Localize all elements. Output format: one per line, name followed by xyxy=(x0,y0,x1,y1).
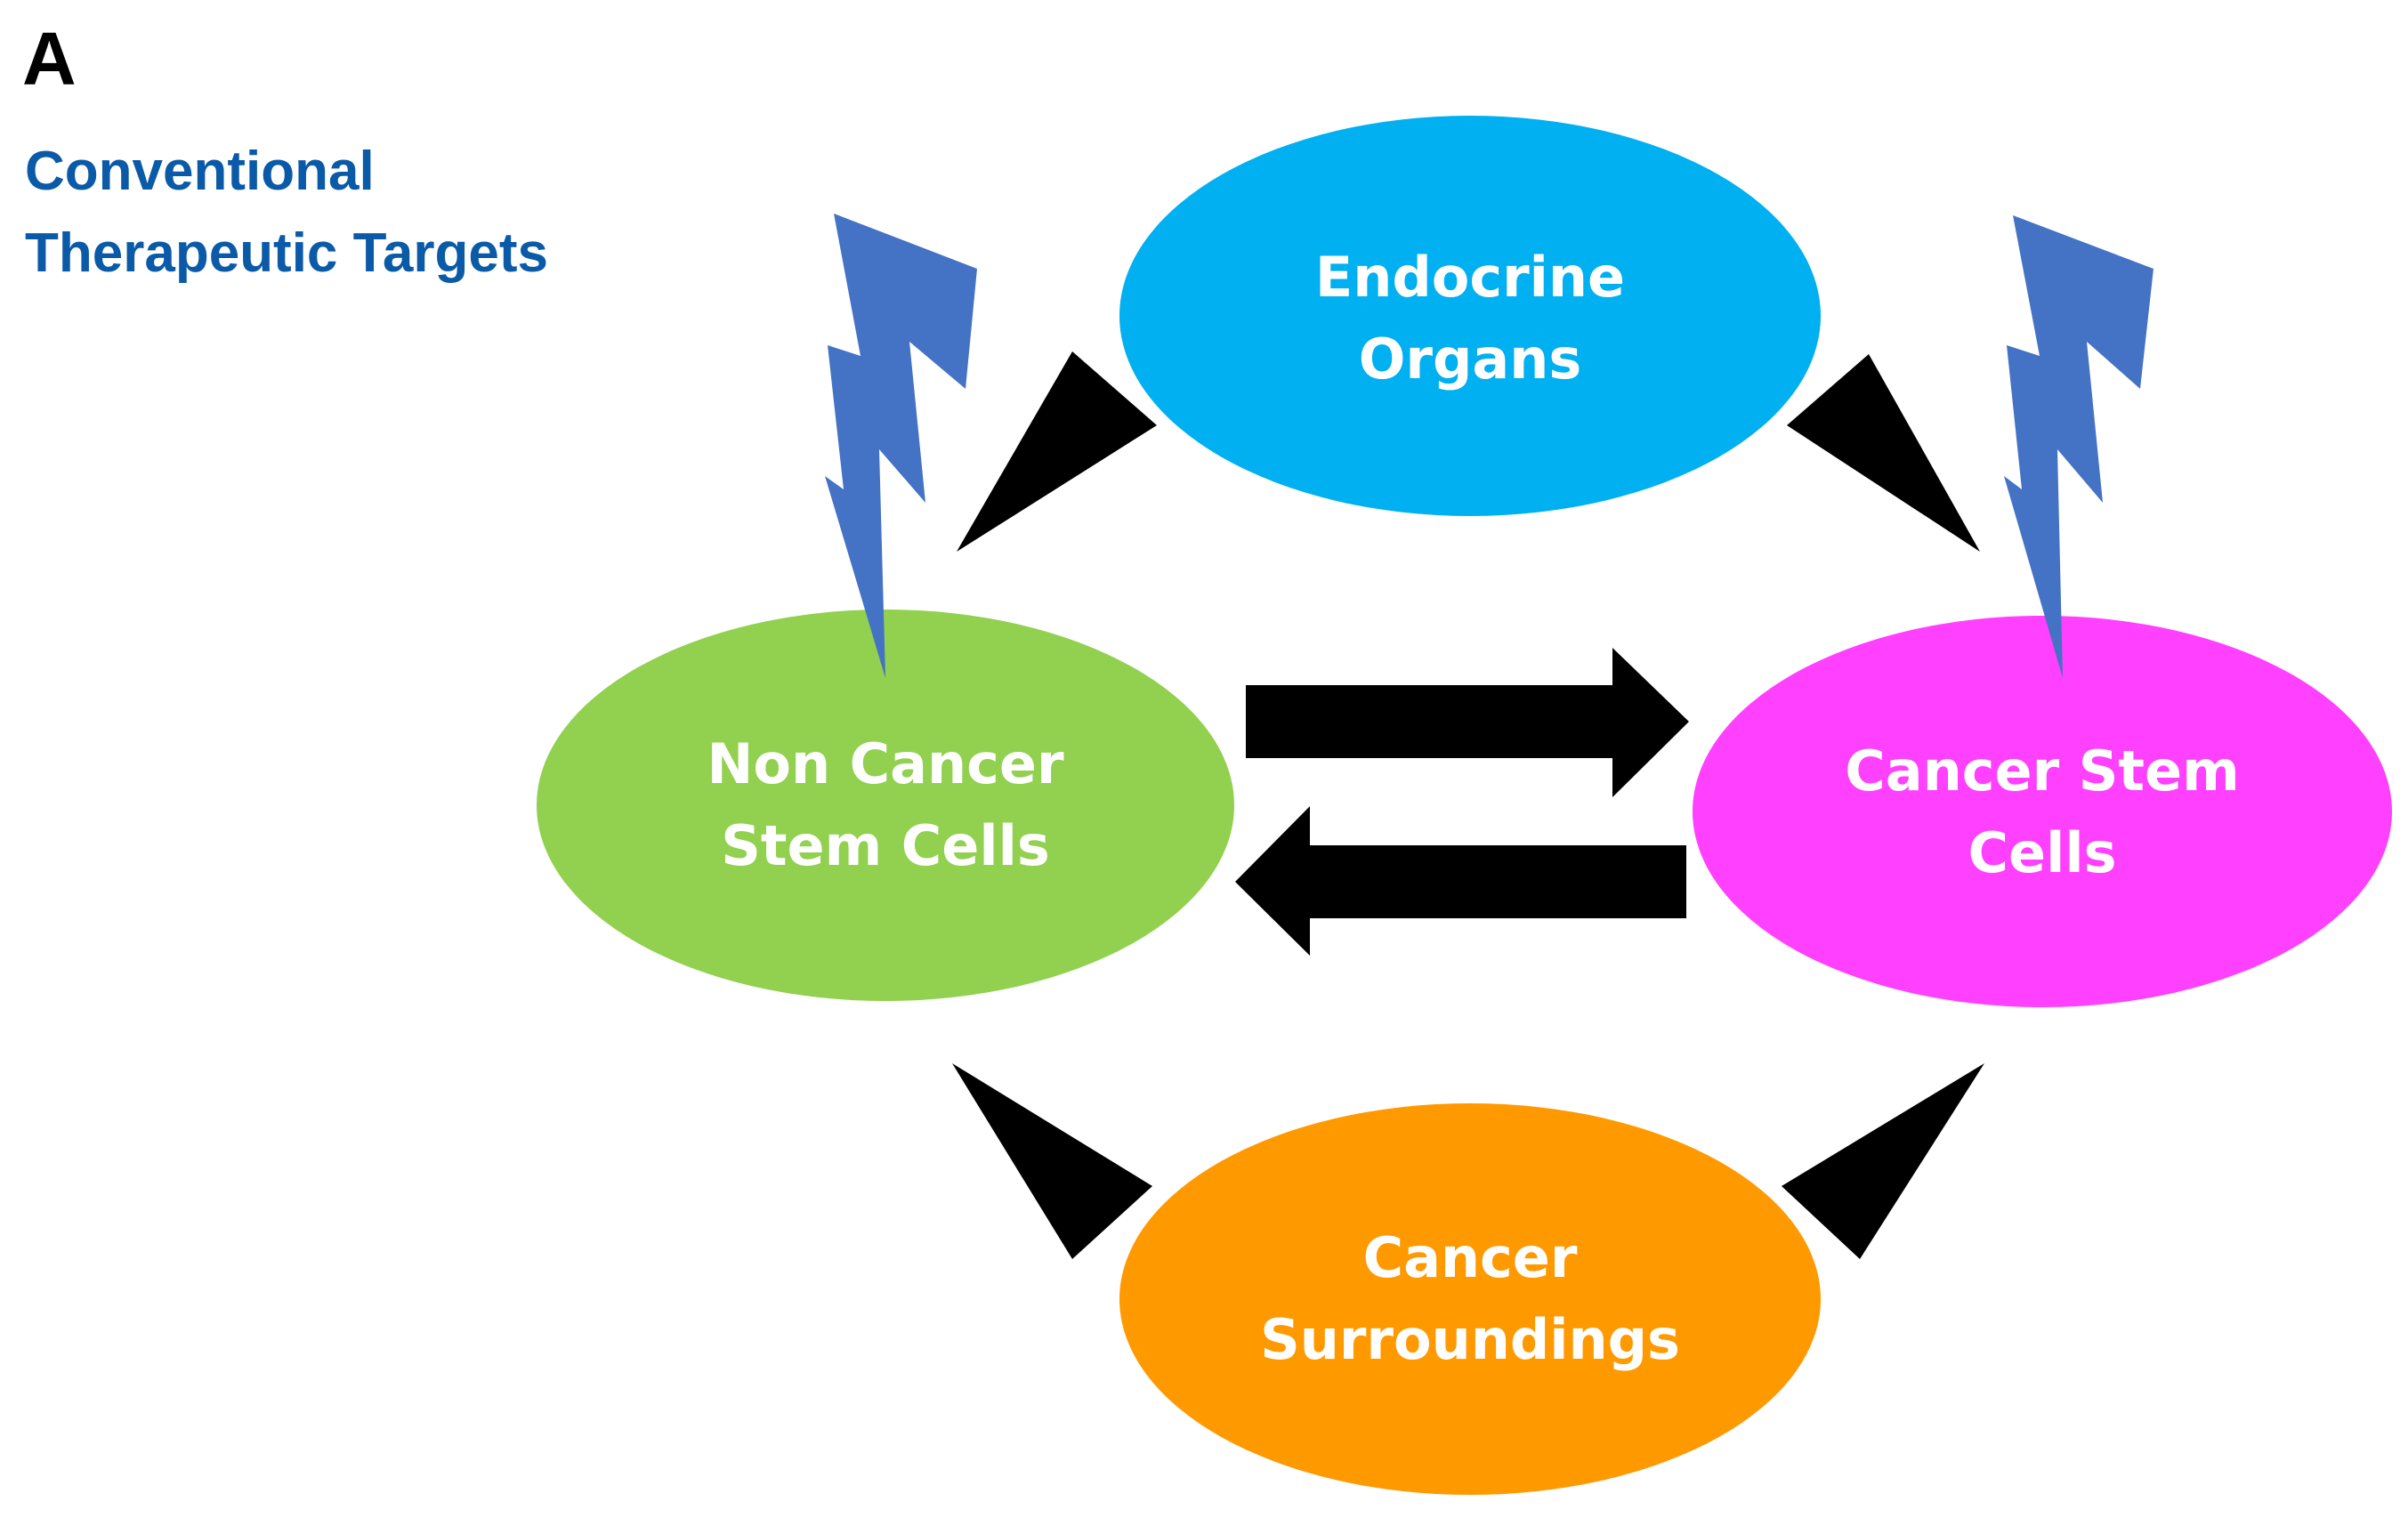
arrowhead-surroundings-right xyxy=(1782,1063,1984,1259)
cancer-stem-label-line-2: Cells xyxy=(1968,820,2117,885)
arrowhead-surroundings-left xyxy=(952,1063,1152,1259)
panel-label: A xyxy=(22,17,77,101)
arrowhead-endocrine-right xyxy=(1787,354,1980,552)
cancer-stem-label-line-1: Cancer Stem xyxy=(1845,739,2239,803)
header-line-1: Conventional xyxy=(25,141,375,202)
lightning-bolt-icon xyxy=(825,214,977,678)
lightning-bolt-icon xyxy=(2004,215,2153,678)
surroundings-label-line-2: Surroundings xyxy=(1260,1307,1680,1372)
cancer-surroundings-node xyxy=(1119,1103,1821,1495)
non-cancer-stem-cells-node xyxy=(537,610,1234,1001)
endocrine-label-line-2: Organs xyxy=(1359,327,1582,392)
arrowhead-endocrine-left xyxy=(957,351,1157,552)
surroundings-label-line-1: Cancer xyxy=(1363,1225,1578,1290)
header-line-2: Therapeutic Targets xyxy=(25,222,548,284)
cancer-stem-cells-node xyxy=(1693,616,2392,1007)
non-cancer-label-line-2: Stem Cells xyxy=(721,813,1050,878)
endocrine-label-line-1: Endocrine xyxy=(1315,245,1625,310)
endocrine-organs-node xyxy=(1119,116,1821,516)
arrow-to-cancer-stem-cells xyxy=(1246,648,1689,797)
non-cancer-label-line-1: Non Cancer xyxy=(707,731,1063,796)
arrow-to-non-cancer-stem-cells xyxy=(1235,806,1686,956)
